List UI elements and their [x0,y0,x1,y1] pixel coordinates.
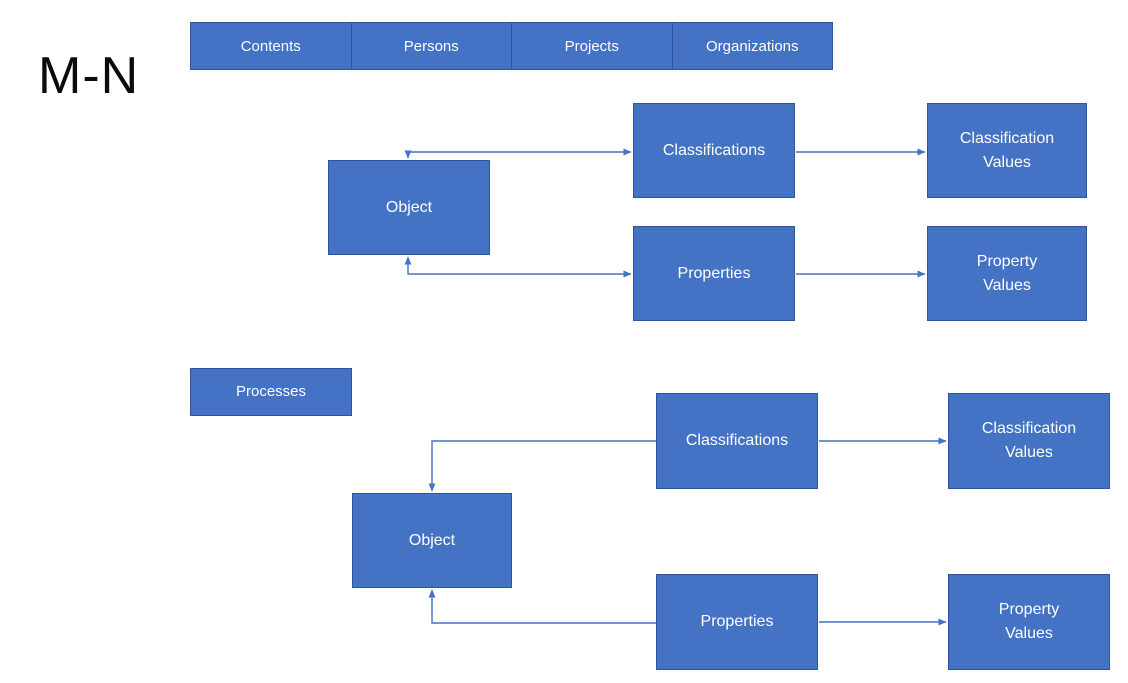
property-values-box-bottom: Property Values [948,574,1110,670]
classification-values-box-bottom: Classification Values [948,393,1110,489]
tab-organizations: Organizations [671,22,833,70]
connector-properties-object-bottom [428,589,656,624]
tab-contents: Contents [190,22,352,70]
tab-persons: Persons [350,22,512,70]
object-box-bottom: Object [352,493,512,588]
properties-box-bottom: Properties [656,574,818,670]
classification-values-box-top: Classification Values [927,103,1087,198]
classifications-box-bottom: Classifications [656,393,818,489]
property-values-box-top: Property Values [927,226,1087,321]
connector-object-properties-top [404,256,632,278]
page-title: M-N [38,47,140,105]
properties-box-top: Properties [633,226,795,321]
entity-tab-row: Contents Persons Projects Organizations [190,22,833,70]
tab-processes: Processes [190,368,352,416]
classifications-box-top: Classifications [633,103,795,198]
connector-classifications-object-bottom [428,440,656,492]
object-box-top: Object [328,160,490,255]
connector-object-classifications-top [404,148,632,159]
tab-projects: Projects [511,22,673,70]
